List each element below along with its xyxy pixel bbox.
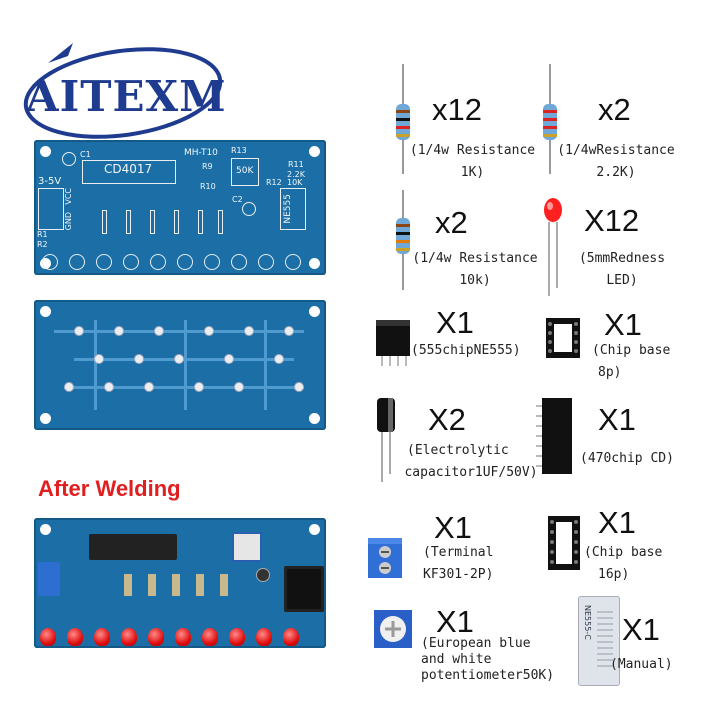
cd4017-outline	[82, 160, 176, 184]
resistor-icon	[390, 64, 416, 178]
ic-chip-icon	[372, 316, 416, 370]
manual-icon: NE555-C	[578, 596, 620, 686]
qty-cd4017: X1	[598, 402, 636, 437]
val-22k: 2.2K	[287, 170, 305, 179]
qty-resistor-22k: x2	[598, 92, 631, 127]
led-red	[67, 628, 83, 646]
potentiometer-part	[232, 532, 262, 562]
qty-chip-base-16p: X1	[598, 505, 636, 540]
pcb-front-board: MH-T10 CD4017 R13 50K R11 2.2K 10K R12 R…	[34, 140, 326, 275]
desc-manual: (Manual)	[610, 657, 673, 672]
qty-terminal: X1	[434, 510, 472, 545]
cd4017-chip	[89, 534, 177, 560]
led-icon	[541, 196, 565, 300]
terminal-outline	[38, 188, 64, 230]
brand-logo: AITEXM	[18, 38, 228, 148]
qty-resistor-10k: x2	[435, 205, 468, 240]
led-red	[229, 628, 245, 646]
r13-label: R13	[231, 146, 247, 155]
led-red	[148, 628, 164, 646]
capacitor-part	[256, 568, 270, 582]
ic-chip-icon	[536, 396, 580, 480]
pcb-assembled-board	[34, 518, 326, 648]
qty-capacitor: X2	[428, 402, 466, 437]
r10-label: R10	[200, 182, 216, 191]
led-red	[121, 628, 137, 646]
voltage-label: 3-5V	[38, 176, 62, 187]
led-red	[256, 628, 272, 646]
led-red	[175, 628, 191, 646]
led-red	[283, 628, 299, 646]
qty-resistor-1k: x12	[432, 92, 482, 127]
qty-ne555: X1	[436, 305, 474, 340]
r1-label: R1	[37, 230, 48, 239]
resistor-icon	[537, 64, 563, 178]
logo-text: AITEXM	[26, 72, 227, 121]
chip-socket-icon	[544, 316, 584, 368]
cd4017-label: CD4017	[104, 162, 153, 176]
after-welding-label: After Welding	[38, 476, 181, 501]
c1-outline	[62, 152, 76, 166]
terminal-part	[38, 562, 60, 596]
r12-label: R12	[266, 178, 282, 187]
c2-label: C2	[232, 195, 243, 204]
desc-cd4017: (470chip CD)	[580, 451, 674, 466]
c1-label: C1	[80, 150, 91, 159]
r9-label: R9	[202, 162, 213, 171]
desc-ne555: (555chipNE555)	[411, 343, 521, 358]
model-label: MH-T10	[184, 148, 218, 158]
led-red	[40, 628, 56, 646]
led-red	[94, 628, 110, 646]
potentiometer-icon	[372, 608, 416, 658]
gnd-label: GND	[64, 212, 73, 231]
qty-manual: X1	[622, 612, 660, 647]
val-10k: 10K	[287, 178, 303, 187]
qty-chip-base-8p: X1	[604, 307, 642, 342]
led-red	[202, 628, 218, 646]
vcc-label: VCC	[64, 188, 73, 205]
pot-outline	[231, 158, 259, 186]
ne555-chip	[284, 566, 324, 612]
ne555-label: NE555	[283, 194, 293, 224]
qty-led: X12	[584, 203, 640, 238]
manual-label: NE555-C	[583, 605, 592, 640]
r2-label: R2	[37, 240, 48, 249]
pot-label: 50K	[236, 166, 254, 176]
r11-label: R11	[288, 160, 304, 169]
terminal-block-icon	[366, 534, 410, 586]
capacitor-icon	[374, 396, 398, 486]
ne555-outline	[280, 188, 306, 230]
pcb-back-board	[34, 300, 326, 430]
qty-potentiometer: X1	[436, 604, 474, 639]
chip-socket-icon	[546, 514, 586, 578]
resistor-icon	[390, 190, 416, 294]
c2-outline	[242, 202, 256, 216]
